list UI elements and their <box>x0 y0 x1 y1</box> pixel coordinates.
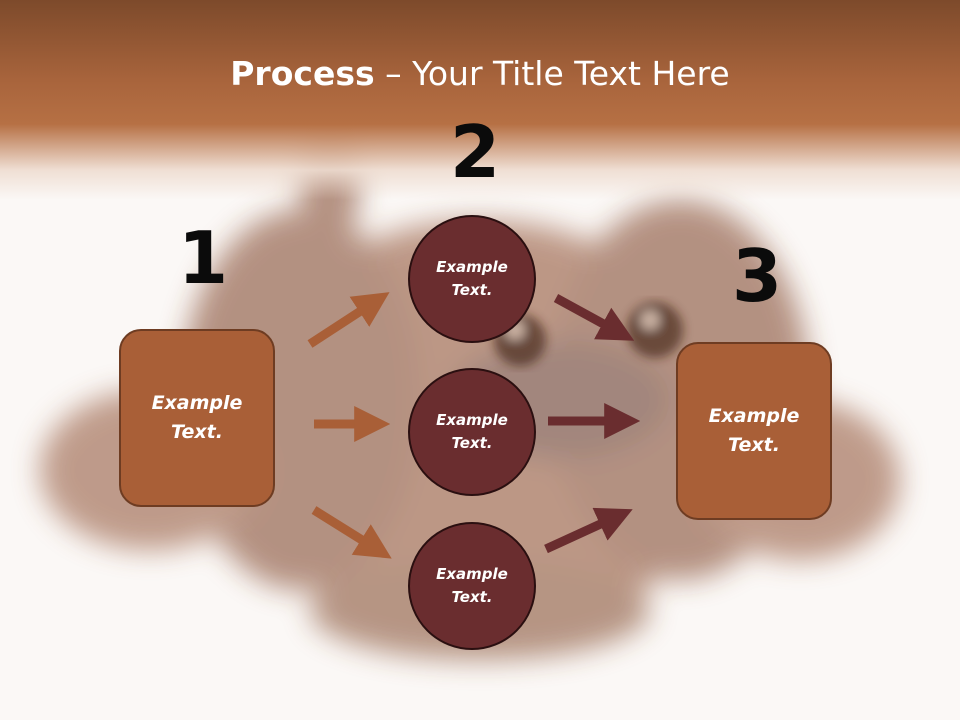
arrow-right-down <box>544 507 633 554</box>
arrow-left-up <box>307 292 390 348</box>
arrow-right-up <box>553 294 635 341</box>
step-1-label: Example Text. <box>151 392 243 443</box>
title-bold: Process <box>230 54 375 93</box>
slide-title: Process – Your Title Text Here <box>0 52 960 96</box>
step-2-circle-top-label: Example Text. <box>436 258 508 299</box>
step-number-1: 1 <box>178 216 229 300</box>
title-banner <box>0 0 960 200</box>
title-rest: – Your Title Text Here <box>374 54 730 93</box>
arrow-left-down <box>311 506 392 559</box>
step-number-3: 3 <box>732 234 783 318</box>
step-2-circle-top: Example Text. <box>408 215 536 343</box>
step-2-circle-bottom-label: Example Text. <box>436 565 508 606</box>
step-number-2: 2 <box>450 110 501 194</box>
step-2-circle-bottom: Example Text. <box>408 522 536 650</box>
step-2-circle-middle: Example Text. <box>408 368 536 496</box>
step-3-box: Example Text. <box>676 342 832 520</box>
step-3-label: Example Text. <box>708 405 800 456</box>
step-1-box: Example Text. <box>119 329 275 507</box>
step-2-circle-middle-label: Example Text. <box>436 411 508 452</box>
